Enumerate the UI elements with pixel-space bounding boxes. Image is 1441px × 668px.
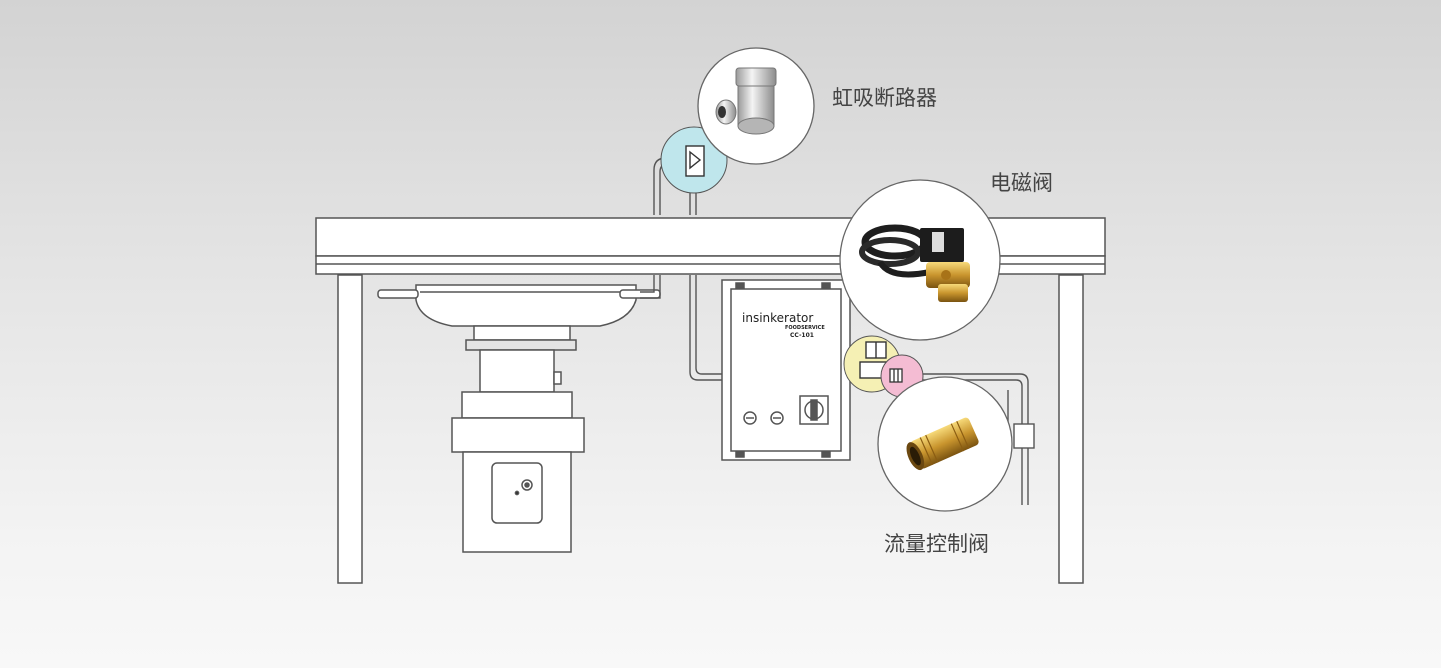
food-waste-disposer [451,349,585,553]
control-panel-sub-brand: FOODSERVICE [785,325,825,331]
table-legs [337,274,1084,584]
solenoid-valve-fitting [859,341,887,379]
siphon-breaker-bubble [697,47,815,165]
control-panel-brand: insinkerator [742,311,813,325]
flow-control-valve-label: 流量控制阀 [884,532,989,556]
solenoid-valve-photo [859,224,970,302]
control-panel-model: CC-101 [790,332,814,339]
flow-control-valve-photo [906,417,979,471]
solenoid-valve-bubble [839,179,1001,341]
flow-control-fitting [889,368,903,383]
sink-bowl [377,284,661,351]
control-panel [721,279,851,461]
flow-control-valve-bubble [877,376,1013,512]
siphon-breaker-fitting [685,145,705,177]
solenoid-valve-label: 电磁阀 [990,171,1053,195]
siphon-breaker-photo [715,67,777,135]
siphon-breaker-label: 虹吸断路器 [832,86,937,110]
